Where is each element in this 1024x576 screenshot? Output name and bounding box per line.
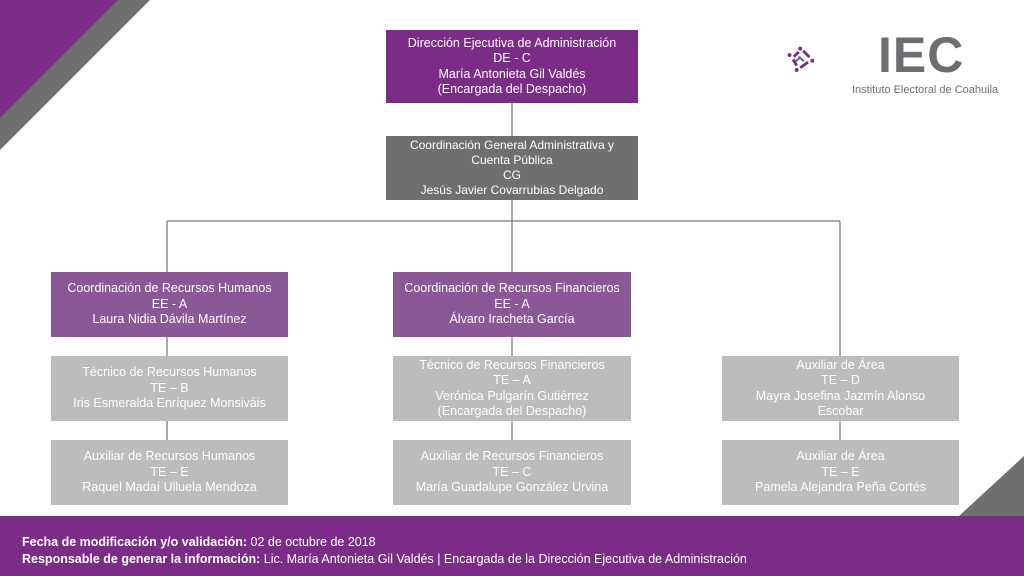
hr-assistant-box: Auxiliar de Recursos Humanos TE – E Raqu… — [51, 440, 288, 505]
coordinator-general-name: Jesús Javier Covarrubias Delgado — [420, 183, 604, 197]
fin-assistant-box: Auxiliar de Recursos Financieros TE – C … — [393, 440, 631, 505]
director-box: Dirección Ejecutiva de Administración DE… — [386, 30, 638, 103]
director-name: María Antonieta Gil Valdés — [438, 66, 586, 81]
hr-technician-name: Iris Esmeralda Enríquez Monsiváis — [73, 396, 266, 411]
coordinator-general-box: Coordinación General Administrativa y Cu… — [386, 136, 638, 200]
hr-assistant-code: TE – E — [150, 464, 189, 479]
hr-assistant-name: Raquel Madaí Ulluela Mendoza — [82, 480, 257, 495]
coordinator-general-title-1: Coordinación General Administrativa y — [409, 138, 615, 152]
logo-name: IEC — [878, 27, 965, 83]
hr-assistant-title: Auxiliar de Recursos Humanos — [83, 449, 256, 464]
coordinator-general-code: CG — [503, 168, 521, 182]
fin-technician-title: Técnico de Recursos Financieros — [419, 357, 605, 372]
area-assistant-1-title: Auxiliar de Área — [796, 357, 885, 372]
footer-modified-label: Fecha de modificación y/o validación: — [22, 535, 248, 549]
area-assistant-2-code: TE – E — [821, 464, 860, 479]
area-assistant-2-box: Auxiliar de Área TE – E Pamela Alejandra… — [722, 440, 959, 505]
hr-coordination-box: Coordinación de Recursos Humanos EE - A … — [51, 272, 288, 337]
area-assistant-1-box: Auxiliar de Área TE – D Mayra Josefina J… — [722, 356, 959, 421]
logo-subtitle: Instituto Electoral de Coahuila — [852, 84, 999, 96]
director-note: (Encargada del Despacho) — [437, 82, 587, 96]
hr-technician-code: TE – B — [150, 380, 189, 395]
fin-coordination-code: EE - A — [494, 296, 530, 311]
footer-responsible-label: Responsable de generar la información: — [22, 552, 261, 566]
director-title: Dirección Ejecutiva de Administración — [407, 35, 617, 50]
footer-responsible-line: Responsable de generar la información: L… — [22, 551, 1024, 568]
footer-modified-value: 02 de octubre de 2018 — [247, 535, 376, 549]
fin-assistant-title: Auxiliar de Recursos Financieros — [420, 449, 604, 464]
coordinator-general-title-2: Cuenta Pública — [471, 153, 553, 167]
corner-decoration-top-left — [0, 0, 150, 150]
fin-technician-box: Técnico de Recursos Financieros TE – A V… — [393, 356, 631, 421]
fin-technician-code: TE – A — [493, 373, 531, 387]
fin-technician-name: Verónica Pulgarín Gutiérrez — [435, 388, 589, 403]
fin-coordination-name: Álvaro Iracheta García — [449, 312, 575, 327]
hr-technician-box: Técnico de Recursos Humanos TE – B Iris … — [51, 356, 288, 421]
area-assistant-1-code: TE – D — [821, 373, 860, 387]
footer-modified-line: Fecha de modificación y/o validación: 02… — [22, 534, 1024, 551]
footer-responsible-value: Lic. María Antonieta Gil Valdés | Encarg… — [260, 552, 747, 566]
footer: Fecha de modificación y/o validación: 02… — [0, 516, 1024, 576]
area-assistant-1-name-1: Mayra Josefina Jazmín Alonso — [755, 388, 926, 403]
hr-coordination-name: Laura Nidia Dávila Martínez — [92, 312, 247, 327]
fin-coordination-box: Coordinación de Recursos Financieros EE … — [393, 272, 631, 337]
area-assistant-1-name-2: Escobar — [817, 404, 864, 418]
hr-coordination-code: EE - A — [151, 296, 188, 311]
iec-logo-icon — [787, 46, 815, 72]
hr-technician-title: Técnico de Recursos Humanos — [82, 365, 257, 380]
area-assistant-2-title: Auxiliar de Área — [796, 449, 885, 464]
fin-assistant-name: María Guadalupe González Urvina — [415, 480, 609, 495]
fin-assistant-code: TE – C — [492, 464, 532, 479]
fin-coordination-title: Coordinación de Recursos Financieros — [404, 281, 620, 296]
area-assistant-2-name: Pamela Alejandra Peña Cortés — [755, 480, 926, 495]
fin-technician-note: (Encargada del Despacho) — [437, 404, 587, 418]
hr-coordination-title: Coordinación de Recursos Humanos — [67, 281, 272, 296]
director-code: DE - C — [493, 51, 531, 65]
